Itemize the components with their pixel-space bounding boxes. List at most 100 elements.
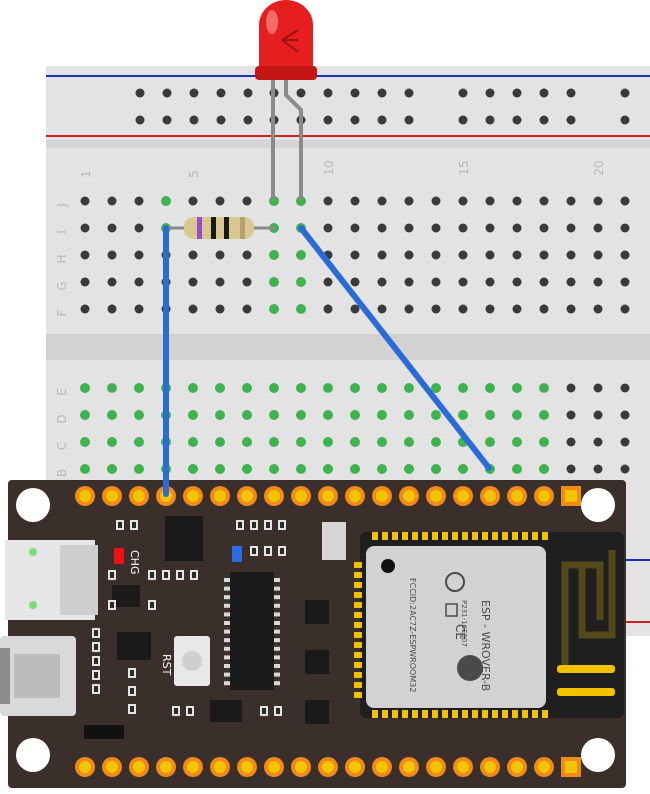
breadboard-hole (107, 410, 117, 420)
breadboard-hole (215, 437, 225, 447)
breadboard-hole (512, 410, 522, 420)
breadboard-hole (620, 410, 630, 420)
breadboard-hole (539, 250, 549, 260)
breadboard-hole (512, 383, 522, 393)
mount-hole (16, 488, 50, 522)
breadboard-hole (458, 250, 468, 260)
mount-hole (581, 738, 615, 772)
breadboard-hole (242, 277, 252, 287)
breadboard-hole (296, 464, 306, 474)
column-numbers: 1 5 10 15 20 (79, 160, 606, 177)
breadboard-hole (323, 304, 333, 314)
rail-hole (620, 88, 630, 98)
breadboard-hole (566, 437, 576, 447)
row-label: D (55, 414, 69, 423)
r-mark-icon (445, 603, 458, 617)
breadboard-hole (539, 304, 549, 314)
breadboard-hole (404, 437, 414, 447)
breadboard-hole (458, 196, 468, 206)
led (255, 0, 317, 200)
header-pin-pad (295, 761, 307, 773)
row-label: B (55, 469, 69, 477)
rail-hole (458, 115, 468, 125)
power-led (232, 546, 242, 562)
row-labels-top: J I H G F (55, 203, 69, 316)
module-antenna (561, 550, 616, 668)
breadboard-hole (431, 410, 441, 420)
breadboard-hole (377, 277, 387, 287)
breadboard-hole (134, 196, 144, 206)
rail-hole (539, 115, 549, 125)
breadboard-hole (296, 277, 306, 287)
breadboard-hole (80, 464, 90, 474)
breadboard-hole (404, 304, 414, 314)
breadboard-hole (458, 464, 468, 474)
module-shield (366, 546, 546, 708)
esp32-dev-board: CHG RST ESP - WROVER-B FCCID:2AC7Z-ES (0, 480, 626, 788)
header-pin-pad (457, 761, 469, 773)
resistor (166, 217, 276, 239)
header-pin-pad (349, 490, 361, 502)
breadboard-hole (323, 464, 333, 474)
breadboard-hole (215, 196, 225, 206)
rail-hole (350, 88, 360, 98)
breadboard-hole (188, 277, 198, 287)
header-pin-pad (79, 761, 91, 773)
breadboard-hole (377, 383, 387, 393)
header-pin-pad (322, 490, 334, 502)
breadboard-hole (539, 383, 549, 393)
header-pin-pad (538, 490, 550, 502)
ic-chip (210, 700, 242, 722)
column-number: 10 (322, 160, 336, 175)
breadboard-hole (404, 223, 414, 233)
breadboard-hole (107, 304, 117, 314)
breadboard-hole (215, 383, 225, 393)
breadboard-hole (485, 196, 495, 206)
breadboard-hole (134, 304, 144, 314)
rail-hole (350, 115, 360, 125)
breadboard-hole (512, 277, 522, 287)
breadboard-hole (107, 223, 117, 233)
breadboard-hole (269, 437, 279, 447)
breadboard-hole (215, 250, 225, 260)
breadboard-hole (566, 410, 576, 420)
header-pin-pad (376, 490, 388, 502)
module-name: ESP - WROVER-B (479, 600, 492, 691)
breadboard-hole (242, 383, 252, 393)
header-pin-pad (187, 490, 199, 502)
module-code: P231-16E007 (460, 600, 468, 647)
header-pin-pad (538, 761, 550, 773)
breadboard-hole (512, 304, 522, 314)
mount-hole (581, 488, 615, 522)
breadboard-hole (404, 464, 414, 474)
column-number: 15 (457, 160, 471, 175)
header-pin-pad (349, 761, 361, 773)
breadboard-hole (539, 410, 549, 420)
breadboard-hole (620, 383, 630, 393)
breadboard-hole (377, 304, 387, 314)
breadboard-hole (107, 383, 117, 393)
breadboard-hole (593, 410, 603, 420)
breadboard-hole (593, 223, 603, 233)
rail-hole (377, 88, 387, 98)
breadboard-hole (620, 277, 630, 287)
breadboard-hole (620, 250, 630, 260)
header-pin-pad (268, 761, 280, 773)
header-pin-pad (376, 761, 388, 773)
breadboard-hole (431, 196, 441, 206)
resistor-band (240, 217, 245, 239)
header-pin-pad (322, 761, 334, 773)
breadboard-hole (377, 464, 387, 474)
breadboard-hole (566, 250, 576, 260)
resistor-band (197, 217, 202, 239)
breadboard-hole (134, 464, 144, 474)
ic-chip-large (230, 572, 274, 690)
breadboard-hole (539, 196, 549, 206)
rail-hole (404, 88, 414, 98)
breadboard-hole (215, 410, 225, 420)
header-pin-pad (187, 761, 199, 773)
breadboard-hole (593, 464, 603, 474)
jumper-wires (163, 225, 492, 497)
breadboard-hole (134, 250, 144, 260)
breadboard-hole (134, 410, 144, 420)
